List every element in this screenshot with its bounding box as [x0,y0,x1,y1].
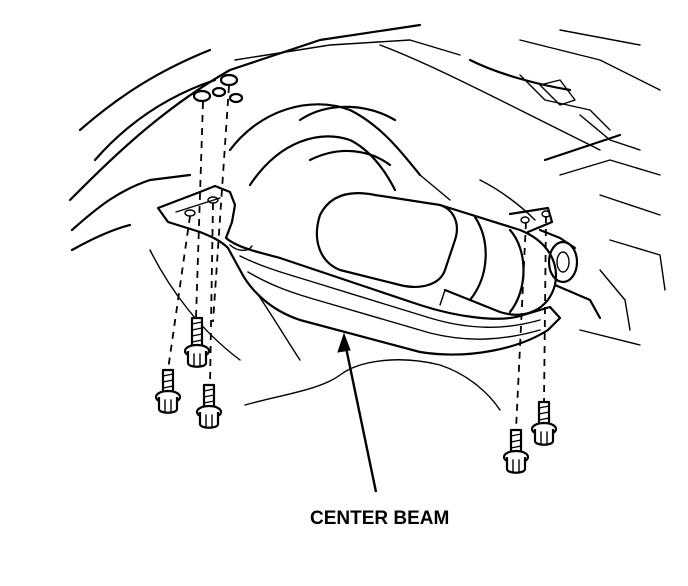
washer-icon [211,86,227,98]
bolts [154,316,558,474]
bolt-icon [502,428,530,474]
bolt-icon [530,400,558,446]
vehicle-underbody [68,23,666,411]
washer-icon [219,73,239,87]
washer-icon [192,89,212,103]
bolt-icon [183,316,211,368]
bolt-icon [154,368,182,414]
center-beam-leader [337,332,378,493]
bolt-guide-lines [167,85,547,431]
center-beam-label: CENTER BEAM [310,508,449,529]
washer-icon [228,92,244,104]
center-beam [156,184,562,356]
exhaust-system [228,103,602,320]
bolt-icon [195,383,223,429]
washers [192,73,244,104]
